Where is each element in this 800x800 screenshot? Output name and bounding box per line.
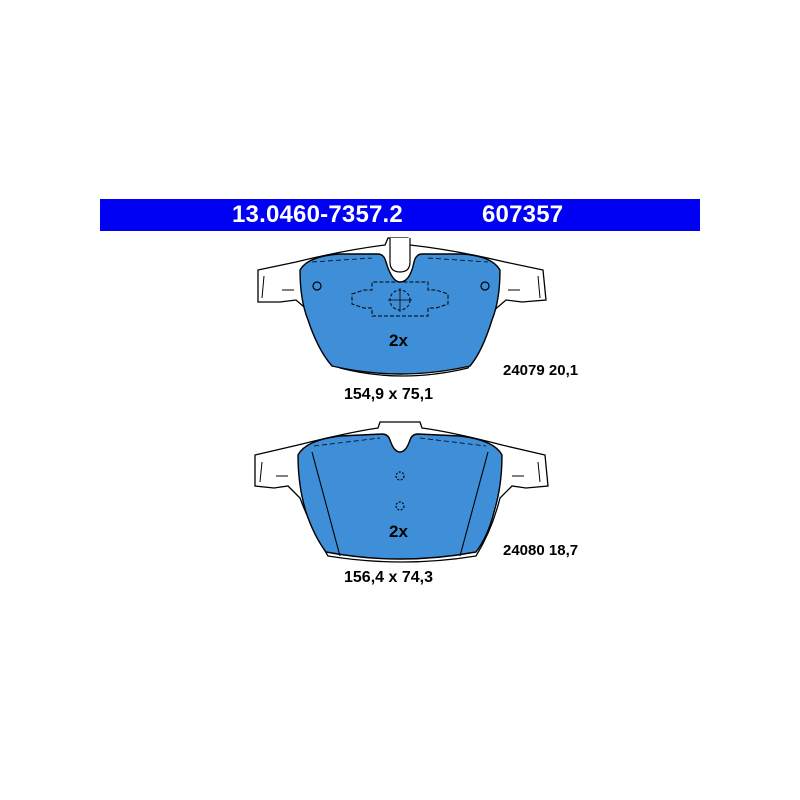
article-number: 607357 <box>482 201 564 228</box>
brake-pad-lower <box>254 421 549 563</box>
pad-quantity: 2x <box>389 331 408 350</box>
pad-dimensions: 154,9 x 75,1 <box>344 386 433 403</box>
pad-quantity: 2x <box>389 522 408 541</box>
sensor-bracket <box>351 281 449 317</box>
center-slot <box>389 238 411 273</box>
pad-dimensions: 156,4 x 74,3 <box>344 569 433 586</box>
friction-material <box>299 253 501 375</box>
friction-material <box>297 433 503 560</box>
part-number-banner: 13.0460-7357.2 607357 <box>100 199 700 231</box>
pad-code: 24080 18,7 <box>503 542 579 559</box>
part-number: 13.0460-7357.2 <box>232 201 403 228</box>
brake-pad-upper <box>257 237 547 377</box>
pad-code: 24079 20,1 <box>503 362 579 379</box>
